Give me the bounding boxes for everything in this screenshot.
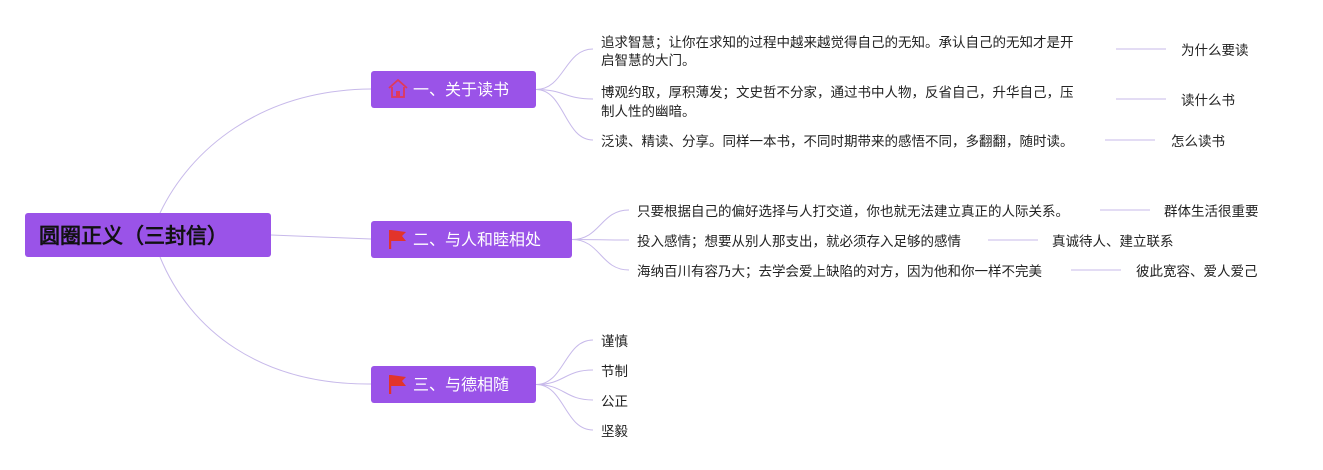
- link-branch-item: [571, 239, 630, 271]
- note-text-line: 博观约取，厚积薄发；文史哲不分家，通过书中人物，反省自己，升华自己，压: [601, 84, 1074, 101]
- link-root-branch-3: [159, 256, 372, 385]
- note-item[interactable]: 海纳百川有容乃大；去学会爱上缺陷的对方，因为他和你一样不完美 彼此宽容、爱人爱己: [637, 263, 1258, 280]
- branch-node-label: 一、关于读书: [413, 80, 509, 99]
- note-label[interactable]: 彼此宽容、爱人爱己: [1136, 263, 1258, 280]
- home-icon: [388, 79, 408, 98]
- branch-node-box: [371, 221, 572, 258]
- note-text-line: 节制: [601, 364, 628, 380]
- root-node-box: [25, 213, 271, 257]
- note-text-line: 制人性的幽暗。: [601, 104, 696, 120]
- note-text-line: 只要根据自己的偏好选择与人打交道，你也就无法建立真正的人际关系。: [637, 203, 1069, 220]
- note-label[interactable]: 真诚待人、建立联系: [1052, 234, 1174, 250]
- link-root-branch-1: [159, 88, 372, 214]
- flag-icon: [389, 375, 406, 394]
- note-item[interactable]: 只要根据自己的偏好选择与人打交道，你也就无法建立真正的人际关系。 群体生活很重要: [637, 203, 1259, 220]
- flag-icon: [389, 230, 406, 249]
- branch-node-box: [371, 366, 536, 403]
- note-item[interactable]: 投入感情；想要从别人那支出，就必须存入足够的感情 真诚待人、建立联系: [637, 233, 1174, 250]
- note-item[interactable]: 公正: [601, 394, 628, 410]
- note-text-line: 公正: [601, 394, 628, 410]
- link-branch-item: [571, 209, 630, 240]
- connectors: [159, 48, 1166, 431]
- link-branch-item: [535, 369, 594, 385]
- branch-node-2[interactable]: 二、与人和睦相处: [371, 221, 572, 258]
- branch-node-1[interactable]: 一、关于读书: [371, 71, 536, 108]
- note-item[interactable]: 坚毅: [601, 423, 629, 440]
- note-item[interactable]: 谨慎: [601, 334, 629, 350]
- root-node[interactable]: 圆圈正义（三封信）: [25, 213, 271, 257]
- link-branch-item: [535, 384, 594, 401]
- link-branch-item: [535, 89, 594, 100]
- note-text-line: 投入感情；想要从别人那支出，就必须存入足够的感情: [637, 233, 961, 250]
- link-branch-item: [535, 384, 594, 431]
- note-item[interactable]: 博观约取，厚积薄发；文史哲不分家，通过书中人物，反省自己，升华自己，压制人性的幽…: [601, 84, 1235, 120]
- link-branch-item: [571, 239, 630, 241]
- note-label[interactable]: 读什么书: [1181, 93, 1235, 109]
- branch-node-label: 三、与德相随: [413, 375, 509, 394]
- note-text-line: 海纳百川有容乃大；去学会爱上缺陷的对方，因为他和你一样不完美: [637, 263, 1042, 280]
- link-branch-item: [535, 89, 594, 141]
- note-text-line: 启智慧的大门。: [601, 53, 696, 69]
- branch-node-3[interactable]: 三、与德相随: [371, 366, 536, 403]
- note-item[interactable]: 追求智慧；让你在求知的过程中越来越觉得自己的无知。承认自己的无知才是开启智慧的大…: [601, 34, 1249, 69]
- note-item[interactable]: 节制: [601, 364, 628, 380]
- link-root-branch-2: [270, 234, 372, 240]
- branch-node-box: [371, 71, 536, 108]
- root-node-label: 圆圈正义（三封信）: [39, 224, 228, 248]
- note-label[interactable]: 怎么读书: [1171, 134, 1225, 150]
- note-item[interactable]: 泛读、精读、分享。同样一本书，不同时期带来的感悟不同，多翻翻，随时读。 怎么读书: [601, 133, 1225, 150]
- note-label[interactable]: 群体生活很重要: [1164, 204, 1259, 220]
- note-label[interactable]: 为什么要读: [1181, 43, 1249, 59]
- note-text-line: 坚毅: [601, 423, 629, 440]
- branch-node-label: 二、与人和睦相处: [413, 230, 541, 249]
- note-text-line: 泛读、精读、分享。同样一本书，不同时期带来的感悟不同，多翻翻，随时读。: [601, 133, 1074, 150]
- link-branch-item: [535, 48, 594, 90]
- link-branch-item: [535, 339, 594, 385]
- note-text-line: 追求智慧；让你在求知的过程中越来越觉得自己的无知。承认自己的无知才是开: [601, 34, 1074, 51]
- note-text-line: 谨慎: [601, 334, 629, 350]
